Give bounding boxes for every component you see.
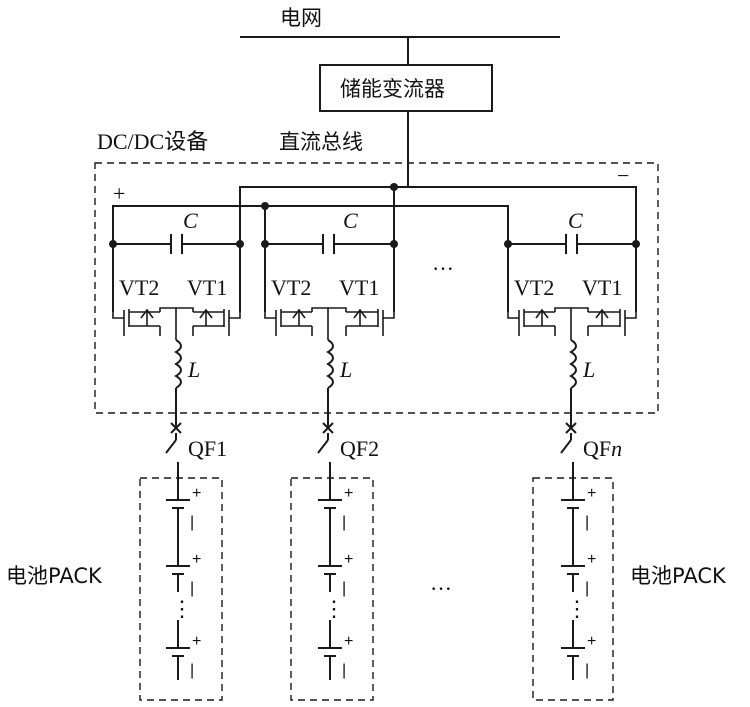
breaker-qf1 [165, 433, 179, 482]
pcs-box [319, 64, 493, 112]
dcdc-label: DC/DC设备 [97, 129, 208, 154]
capacitor-label-1: C [183, 208, 198, 233]
dcdc-enclosure [94, 162, 659, 414]
dc-bus-label: 直流总线 [279, 130, 363, 154]
cell-minus-sign: | [190, 580, 194, 597]
converter-module-n [504, 234, 640, 434]
converter-module-1 [109, 234, 244, 434]
inductor-label-n: L [582, 357, 595, 382]
battery-pack-1-enclosure [139, 477, 223, 701]
breaker-qfn [560, 433, 574, 482]
battery-string-1 [166, 482, 190, 680]
positive-bus [112, 205, 509, 244]
bus-junction [390, 183, 398, 191]
cell-plus-sign: + [192, 485, 201, 502]
battery-pack-n-enclosure [532, 477, 614, 701]
cell-minus-sign: | [190, 662, 194, 679]
breaker-label-qf1: QF1 [188, 436, 227, 461]
packs-ellipsis: ··· [430, 576, 452, 601]
cell-plus-sign: + [587, 485, 596, 502]
bus-junction [261, 202, 269, 210]
cell-plus-sign: + [192, 551, 201, 568]
cell-plus-sign: + [344, 551, 353, 568]
cell-minus-sign: | [342, 580, 346, 597]
inductor-label-2: L [339, 357, 352, 382]
pcs-label: 储能变流器 [340, 77, 445, 101]
switch-vt2-label-n: VT2 [514, 275, 554, 300]
modules-ellipsis: ··· [432, 256, 454, 281]
switch-vt1-label-n: VT1 [582, 275, 622, 300]
cell-minus-sign: | [342, 514, 346, 531]
cell-minus-sign: | [585, 580, 589, 597]
breaker-label-qf2: QF2 [340, 436, 379, 461]
breaker-label-qfn: QFn [583, 436, 622, 461]
battery-pack-label-right: 电池PACK [630, 564, 727, 588]
grid-label: 电网 [280, 6, 322, 30]
switch-vt1-label-1: VT1 [187, 275, 227, 300]
cell-plus-sign: + [192, 633, 201, 650]
switch-vt2-label-2: VT2 [271, 275, 311, 300]
converter-module-2 [261, 234, 398, 434]
capacitor-label-2: C [343, 208, 358, 233]
cells-vertical-ellipsis: ⋮ [171, 596, 193, 621]
breaker-qf2 [317, 433, 331, 482]
cell-plus-sign: + [344, 633, 353, 650]
battery-pack-2-enclosure [290, 477, 374, 701]
switch-vt2-label-1: VT2 [119, 275, 159, 300]
cell-plus-sign: + [344, 485, 353, 502]
cells-vertical-ellipsis: ⋮ [566, 596, 588, 621]
cell-minus-sign: | [342, 662, 346, 679]
battery-pack-label-left: 电池PACK [6, 564, 103, 588]
inductor-label-1: L [187, 357, 200, 382]
capacitor-label-n: C [568, 208, 583, 233]
minus-bus-sign: − [617, 163, 629, 188]
plus-bus-sign: + [113, 181, 125, 206]
cell-minus-sign: | [190, 514, 194, 531]
cell-minus-sign: | [585, 662, 589, 679]
switch-vt1-label-2: VT1 [339, 275, 379, 300]
battery-string-n [561, 482, 585, 680]
cells-vertical-ellipsis: ⋮ [323, 596, 345, 621]
battery-string-2 [318, 482, 342, 680]
negative-bus [239, 186, 637, 244]
cell-minus-sign: | [585, 514, 589, 531]
cell-plus-sign: + [587, 551, 596, 568]
cell-plus-sign: + [587, 633, 596, 650]
